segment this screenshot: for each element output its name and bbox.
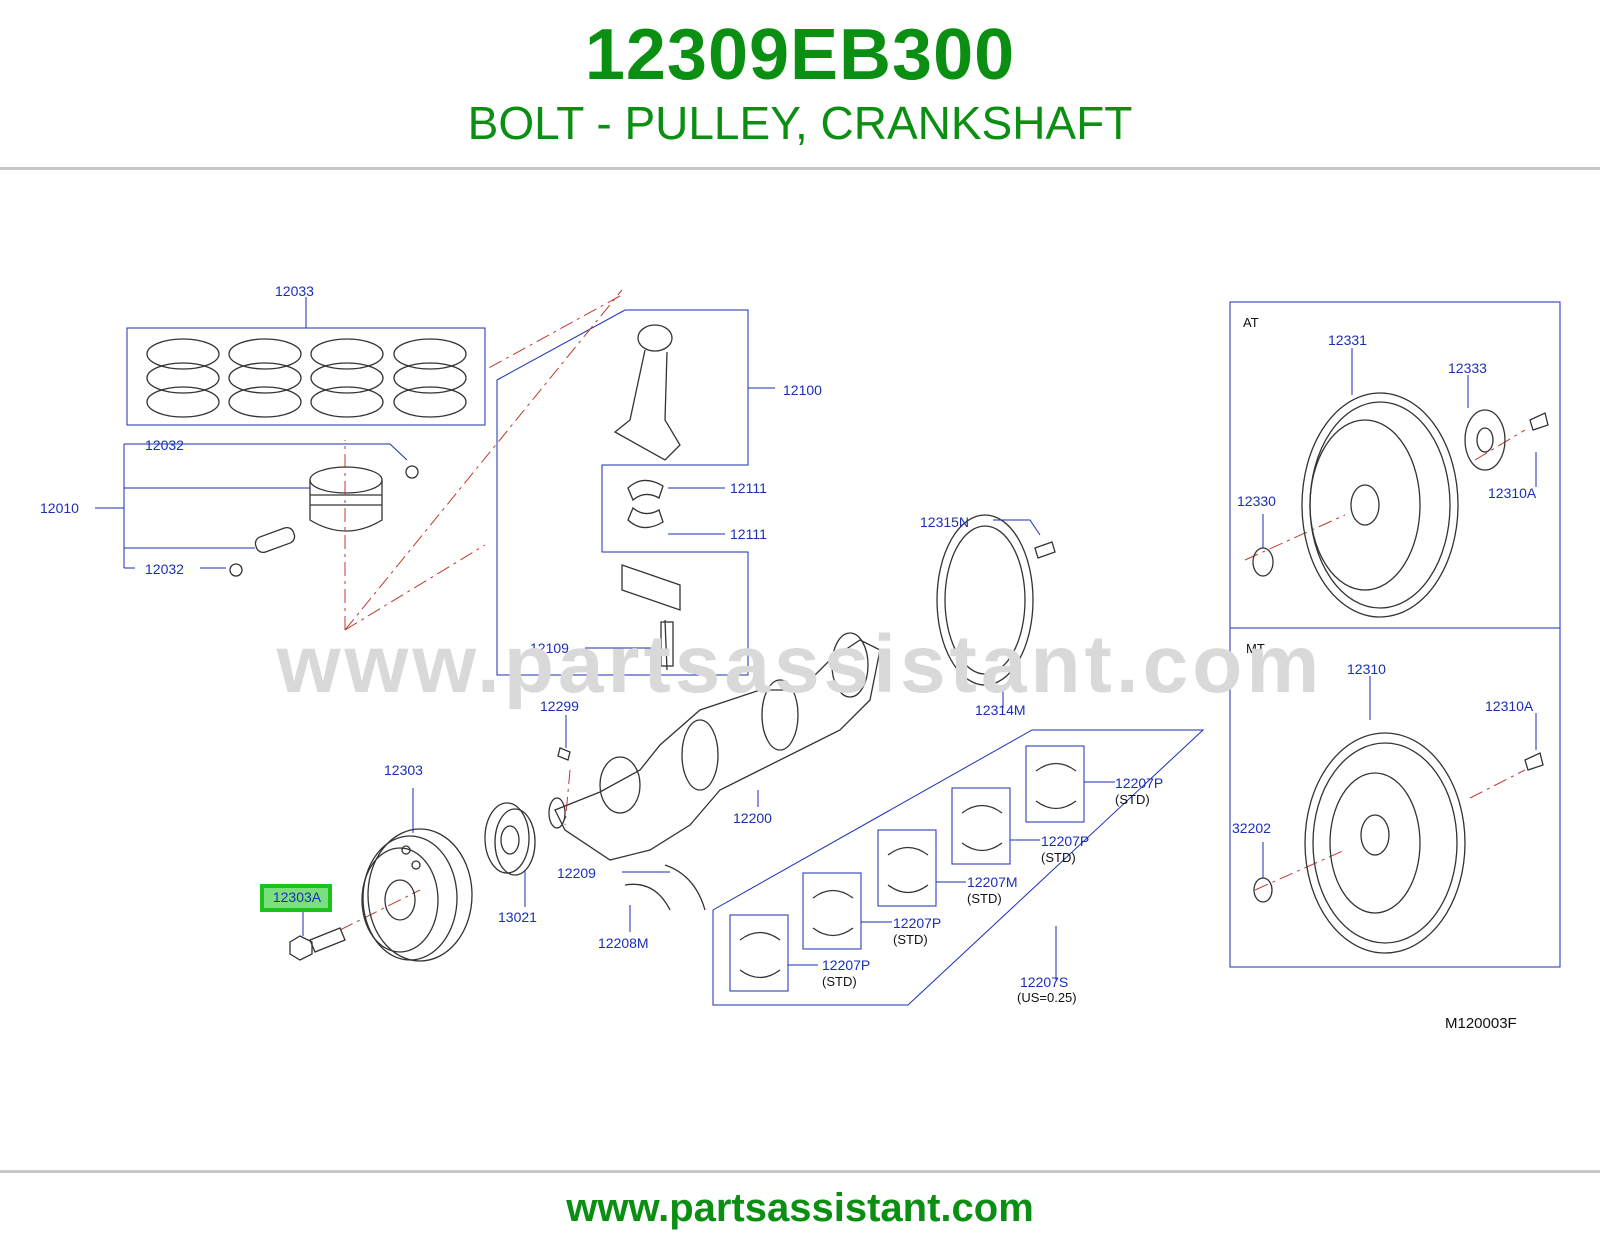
callout-12200: 12200 <box>733 810 772 826</box>
crank-pulley-drawing <box>361 828 473 962</box>
callout-12111-upper: 12111 <box>730 480 767 496</box>
callout-12207p-4: 12207P <box>1115 775 1163 791</box>
callout-12032-top: 12032 <box>145 437 184 453</box>
callout-12331: 12331 <box>1328 332 1367 348</box>
footer-divider <box>0 1170 1600 1173</box>
callout-32202: 32202 <box>1232 820 1271 836</box>
header-divider <box>0 167 1600 170</box>
callout-12209: 12209 <box>557 865 596 881</box>
page-header: 12309EB300 BOLT - PULLEY, CRANKSHAFT <box>0 0 1600 170</box>
callout-12032-bottom: 12032 <box>145 561 184 577</box>
qualifier-us025: (US=0.25) <box>1017 990 1077 1005</box>
callout-12111-lower: 12111 <box>730 526 767 542</box>
piston-rings-group <box>126 327 486 426</box>
callout-12100: 12100 <box>783 382 822 398</box>
main-bearings-drawing <box>712 729 1205 1006</box>
highlighted-part-label[interactable]: 12303A <box>272 889 322 905</box>
highlighted-part-box[interactable] <box>260 884 332 912</box>
section-label-at: AT <box>1243 315 1259 330</box>
callout-12330: 12330 <box>1237 493 1276 509</box>
callout-12299: 12299 <box>540 698 579 714</box>
part-description: BOLT - PULLEY, CRANKSHAFT <box>467 97 1133 149</box>
callout-12109: 12109 <box>530 640 569 656</box>
pulley-bolt-drawing <box>289 927 346 961</box>
callout-12333: 12333 <box>1448 360 1487 376</box>
callout-13021: 13021 <box>498 909 537 925</box>
section-label-mt: MT <box>1246 641 1265 656</box>
callout-12010: 12010 <box>40 500 79 516</box>
qualifier-std-2: (STD) <box>893 932 928 947</box>
watermark-text: www.partsassistant.com <box>276 619 1324 710</box>
callout-12315n: 12315N <box>920 514 969 530</box>
flywheel-panel-drawing <box>1229 301 1561 968</box>
crank-sprocket-drawing <box>484 802 536 876</box>
qualifier-std-3: (STD) <box>967 891 1002 906</box>
piston-drawing <box>229 465 419 577</box>
qualifier-std-5: (STD) <box>1115 792 1150 807</box>
part-number-title: 12309EB300 <box>584 15 1016 95</box>
callout-12207m: 12207M <box>967 874 1018 890</box>
qualifier-std-1: (STD) <box>822 974 857 989</box>
callout-12314m: 12314M <box>975 702 1026 718</box>
parts-diagram: 12033 12032 12010 12032 12100 12111 1211… <box>0 170 1600 1170</box>
callout-12207p-2: 12207P <box>893 915 941 931</box>
callout-12208m: 12208M <box>598 935 649 951</box>
diagram-code: M120003F <box>1445 1015 1517 1032</box>
callout-12310a-mt: 12310A <box>1485 698 1534 714</box>
callout-12310: 12310 <box>1347 661 1386 677</box>
connecting-rod-drawing <box>496 309 749 676</box>
callout-12310a-at: 12310A <box>1488 485 1537 501</box>
qualifier-std-4: (STD) <box>1041 850 1076 865</box>
callout-12303: 12303 <box>384 762 423 778</box>
callout-12207s: 12207S <box>1020 974 1068 990</box>
crankshaft-drawing <box>548 632 881 861</box>
callout-12207p-1: 12207P <box>822 957 870 973</box>
callout-12033: 12033 <box>275 283 314 299</box>
diagram-drawing: 12033 12032 12010 12032 12100 12111 1211… <box>40 283 1561 1032</box>
signal-plate-drawing <box>936 514 1056 686</box>
callout-12207p-3: 12207P <box>1041 833 1089 849</box>
footer-site-url[interactable]: www.partsassistant.com <box>566 1186 1034 1230</box>
thrust-washers-drawing <box>624 864 706 911</box>
